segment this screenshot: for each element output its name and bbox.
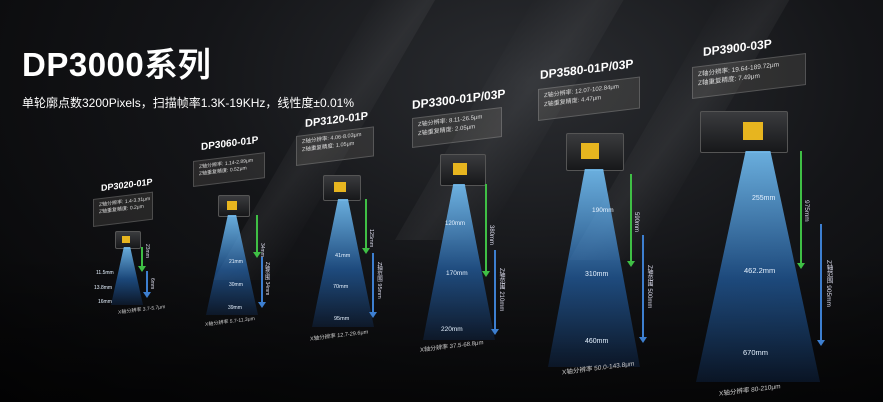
top-width-label: 21mm [229, 259, 243, 265]
cod-arrow [797, 151, 805, 269]
top-width-label: 255mm [752, 195, 776, 202]
sensor-icon [440, 154, 486, 186]
top-width-label: 120mm [445, 221, 466, 227]
range-arrow [258, 257, 266, 308]
mid-width-label: 70mm [333, 284, 349, 290]
sensor-icon [323, 175, 361, 201]
bottom-width-label: 39mm [228, 305, 242, 311]
mid-width-label: 30mm [229, 282, 243, 288]
top-width-label: 190mm [592, 207, 614, 214]
bottom-width-label: 460mm [585, 338, 609, 345]
bottom-width-label: 16mm [98, 299, 112, 305]
product-name: DP3060-01P [201, 134, 259, 153]
range-label: Z轴范围 34mm [264, 262, 270, 296]
sensor-icon [115, 231, 141, 249]
spec-panel: Z轴分辨率: 1.14-2.89μm Z轴重复精度: 0.52μm [193, 152, 265, 187]
range-label: 6mm [149, 278, 155, 290]
cod-arrow [627, 174, 635, 267]
cod-arrow [138, 247, 146, 272]
cod-label: 380mm [488, 225, 494, 246]
sensor-icon [218, 195, 250, 217]
top-width-label: 41mm [335, 253, 351, 259]
cod-label: 125mm [368, 229, 374, 248]
range-arrow [817, 224, 825, 346]
cod-label: 23mm [144, 244, 150, 258]
range-arrow [639, 235, 647, 343]
bottom-width-label: 95mm [334, 316, 350, 322]
cod-arrow [253, 215, 261, 258]
sensor-icon [566, 133, 624, 171]
bottom-width-label: 670mm [743, 348, 769, 357]
range-arrow [143, 271, 151, 298]
page-subtitle: 单轮廓点数3200Pixels，扫描帧率1.3K-19KHz，线性度±0.01% [22, 96, 355, 110]
product-name: DP3020-01P [101, 176, 153, 193]
top-width-label: 11.5mm [96, 270, 114, 276]
range-label: Z轴范围 905mm [825, 260, 832, 307]
sensor-icon [700, 111, 788, 153]
range-label: Z轴范围 500mm [646, 265, 652, 309]
page-title: DP3000系列 [22, 46, 212, 83]
range-arrow [369, 253, 377, 318]
cod-arrow [482, 184, 490, 277]
range-arrow [491, 250, 499, 335]
cod-label: 975mm [803, 200, 810, 222]
mid-width-label: 170mm [446, 270, 468, 277]
range-label: Z轴范围 95mm [376, 262, 382, 299]
cod-label: 34mm [259, 243, 265, 257]
cod-arrow [362, 199, 370, 254]
mid-width-label: 13.8mm [94, 285, 113, 291]
cod-label: 590mm [633, 212, 639, 233]
spec-panel: Z轴分辨率: 1.4-3.31μm Z轴重复精度: 0.2μm [93, 191, 153, 227]
bottom-width-label: 220mm [441, 326, 463, 333]
mid-width-label: 310mm [585, 271, 609, 278]
range-label: Z轴范围 210mm [498, 268, 504, 312]
mid-width-label: 462.2mm [744, 266, 776, 275]
